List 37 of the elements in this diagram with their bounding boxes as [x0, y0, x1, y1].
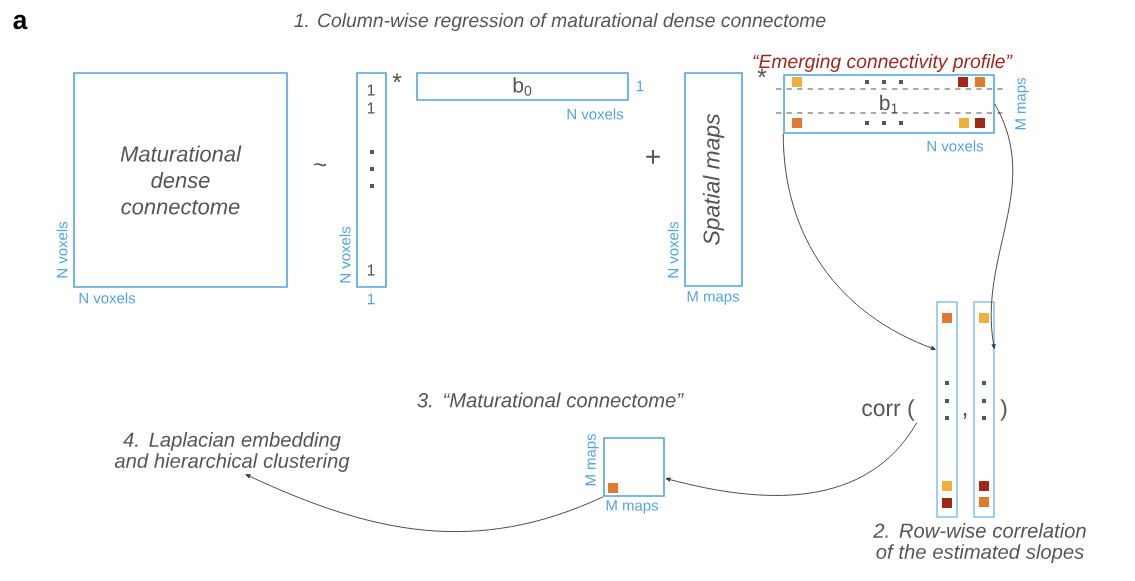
operator: ): [1000, 399, 1007, 421]
dimension-label: N voxels: [567, 108, 624, 120]
vector-box: [973, 301, 995, 518]
dimension-label: N voxels: [667, 221, 679, 278]
step-heading: 4. Laplacian embedding and hierarchical clustering: [114, 432, 350, 472]
arrow: [782, 133, 936, 350]
operator: *: [392, 73, 402, 83]
vector-box: 1 1 1: [356, 72, 387, 288]
letter: a: [13, 14, 28, 30]
function-label: corr (: [862, 399, 915, 421]
node-label: 1: [367, 264, 375, 276]
dimension-label: N voxels: [339, 226, 351, 283]
matrix-box: b$_{0}$: [416, 72, 629, 101]
operator: ~: [313, 163, 327, 167]
operator: +: [646, 149, 660, 164]
arrow: [245, 474, 604, 533]
arrow: [665, 422, 918, 496]
node-label: 1: [367, 84, 375, 96]
step-heading: 3. “Maturational connectome”: [417, 392, 684, 408]
dimension-label: M maps: [687, 291, 739, 305]
vector-box: [936, 301, 958, 518]
dimension-label: N voxels: [927, 140, 984, 152]
dimension-label: M maps: [585, 434, 599, 486]
dimension-label: 1: [637, 80, 644, 92]
dimension-label: M maps: [606, 500, 658, 514]
operator: ,: [963, 413, 967, 419]
matrix-box: Maturational dense connectome: [73, 72, 288, 288]
dimension-label: N voxels: [79, 292, 136, 304]
step-heading: 1. Column-wise regression of maturational dense connectome: [294, 13, 826, 31]
dimension-label: 1: [368, 293, 375, 305]
matrix-box: Spatial maps: [684, 72, 743, 287]
dimension-label: N voxels: [56, 221, 68, 278]
matrix-box: b$_{1}$: [783, 74, 995, 134]
step-heading: 2. Row-wise correlation of the estimated slopes: [873, 523, 1086, 563]
arrow: [990, 103, 1014, 349]
node-label: 1: [367, 102, 375, 114]
dimension-label: M maps: [1015, 78, 1029, 130]
